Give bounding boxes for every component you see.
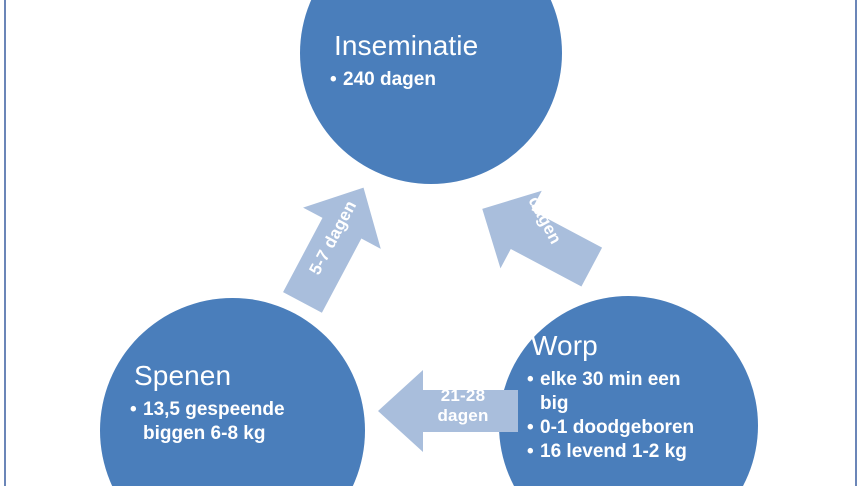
- arrow-worp-to-spenen: 21-28 dagen: [378, 366, 518, 456]
- list-item: 240 dagen: [330, 68, 532, 91]
- list-item: 13,5 gespeende biggen 6-8 kg: [130, 398, 335, 444]
- node-worp-title: Worp: [531, 330, 598, 361]
- arrow-up-right-icon: [283, 187, 381, 313]
- node-inseminatie-title: Inseminatie: [334, 30, 479, 61]
- arrow-down-right-icon: [482, 190, 603, 287]
- node-spenen-bullets: 13,5 gespeende biggen 6-8 kg: [130, 398, 335, 444]
- node-worp-text: Worp elke 30 min een big 0-1 doodgeboren…: [499, 330, 758, 464]
- frame-rule-right: [855, 0, 857, 486]
- arrow-spenen-to-inseminatie: 5-7 dagen: [277, 180, 389, 313]
- arrow-label-21-28-dagen: 21-28 dagen: [437, 386, 489, 425]
- node-spenen[interactable]: Spenen 13,5 gespeende biggen 6-8 kg: [100, 298, 365, 486]
- list-item: 0-1 doodgeboren: [527, 416, 730, 439]
- list-item: 16 levend 1-2 kg: [527, 440, 730, 463]
- arrow-inseminatie-to-worp: 115 dagen: [477, 164, 603, 300]
- list-item: elke 30 min een big: [527, 368, 730, 414]
- node-inseminatie-text: Inseminatie 240 dagen: [300, 30, 562, 93]
- arrow-left-icon: [378, 370, 518, 452]
- frame-rule-left: [4, 0, 6, 486]
- node-spenen-title: Spenen: [134, 360, 232, 391]
- node-worp[interactable]: Worp elke 30 min een big 0-1 doodgeboren…: [499, 296, 758, 486]
- node-inseminatie[interactable]: Inseminatie 240 dagen: [300, 0, 562, 184]
- node-inseminatie-bullets: 240 dagen: [330, 68, 532, 91]
- node-worp-bullets: elke 30 min een big 0-1 doodgeboren 16 l…: [527, 368, 730, 463]
- node-spenen-text: Spenen 13,5 gespeende biggen 6-8 kg: [100, 360, 365, 446]
